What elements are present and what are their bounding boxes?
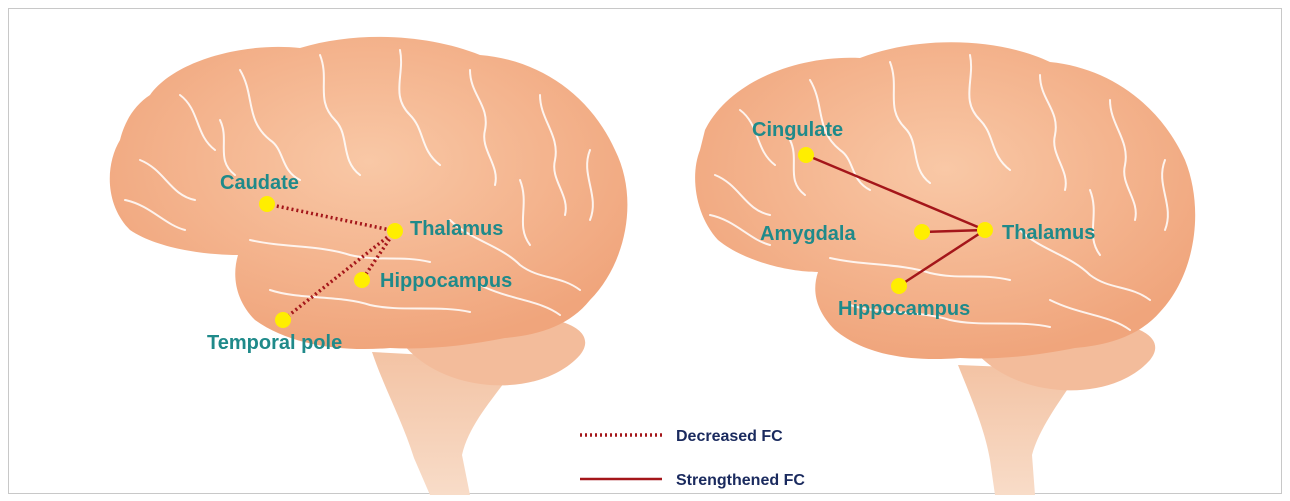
label-cingulate: Cingulate: [752, 119, 843, 141]
node-caudate: [259, 196, 275, 212]
node-temporal-pole: [275, 312, 291, 328]
legend-strengthened-label: Strengthened FC: [676, 472, 805, 489]
node-hippocampus-right: [891, 278, 907, 294]
label-amygdala: Amygdala: [760, 223, 856, 245]
label-thalamus-right: Thalamus: [1002, 222, 1095, 244]
label-thalamus-left: Thalamus: [410, 218, 503, 240]
label-temporal-pole: Temporal pole: [207, 332, 342, 354]
legend: Decreased FC Strengthened FC: [580, 428, 805, 489]
left-brain: Caudate Thalamus Hippocampus Temporal po…: [110, 37, 628, 495]
left-brain-hemisphere: [110, 37, 628, 349]
node-cingulate: [798, 147, 814, 163]
label-hippocampus-left: Hippocampus: [380, 270, 512, 292]
node-thalamus-right: [977, 222, 993, 238]
node-hippocampus-left: [354, 272, 370, 288]
label-hippocampus-right: Hippocampus: [838, 298, 970, 320]
legend-decreased-label: Decreased FC: [676, 428, 783, 445]
node-thalamus-left: [387, 223, 403, 239]
node-amygdala: [914, 224, 930, 240]
label-caudate: Caudate: [220, 172, 299, 194]
